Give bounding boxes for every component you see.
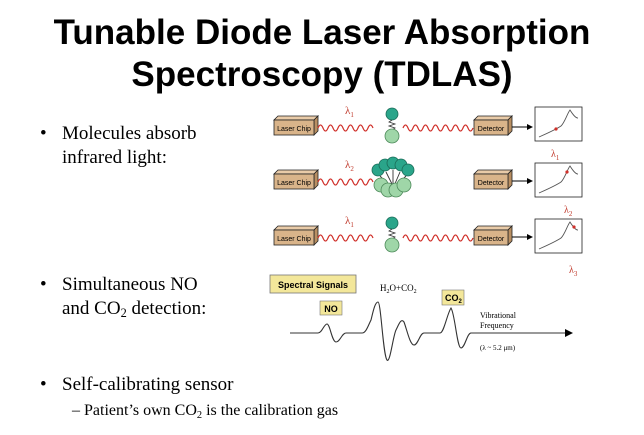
bullet-2-text-a: and CO: [62, 298, 121, 319]
detector-3-label: Detector: [478, 236, 505, 243]
lambda-2-plot-label: λ2: [564, 205, 573, 218]
light-wave-1b: [402, 124, 474, 132]
no-label-box: [319, 300, 343, 316]
title-line-1: Tunable Diode Laser Absorption: [53, 13, 591, 52]
laser-chip-3-label: Laser Chip: [277, 236, 311, 243]
laser-chip-2: Laser Chip: [273, 169, 319, 190]
spectral-signals-panel: Spectral Signals NO H2O+CO2 CO2 Vibratio…: [269, 274, 573, 361]
co2-label-box: [441, 289, 465, 306]
detector-1: Detector: [473, 115, 513, 136]
sub-bullet-text-b: is the calibration gas: [202, 402, 339, 419]
light-wave-2: [317, 178, 374, 186]
lambda-3-label: λ1: [345, 215, 354, 229]
bullet-molecules-absorb: • Molecules absorb infrared light:: [40, 122, 197, 170]
axis-wavelength-note: (λ ~ 5.2 μm): [480, 344, 516, 352]
light-wave-3b: [402, 234, 474, 242]
sub-bullet-calibration-gas: – Patient’s own CO2 is the calibration g…: [72, 402, 338, 421]
axis-label-frequency: Frequency: [480, 321, 514, 330]
axis-label-vibrational: Vibrational: [480, 311, 517, 320]
molecule-3: [384, 216, 400, 253]
light-wave-1a: [317, 124, 374, 132]
diagram-row-3: Laser Chip λ1 Detector λ3: [273, 215, 583, 278]
bullet-self-calibrating: • Self-calibrating sensor: [40, 373, 234, 397]
laser-chip-1: Laser Chip: [273, 115, 319, 136]
no-peak-label: NO: [324, 304, 338, 314]
co2-peak-label: CO2: [445, 293, 463, 305]
bullet-marker: •: [40, 374, 47, 395]
laser-chip-1-label: Laser Chip: [277, 126, 311, 133]
spectrum-plot-3: [534, 218, 583, 254]
diagram-row-1: Laser Chip λ1 Detector λ1: [273, 105, 583, 162]
bullet-marker: •: [40, 274, 47, 295]
laser-chip-2-label: Laser Chip: [277, 180, 311, 187]
bullet-simultaneous-detection: • Simultaneous NO and CO2 detection:: [40, 273, 206, 325]
bullet-3-text: Self-calibrating sensor: [62, 374, 234, 395]
bullet-2-line-1: Simultaneous NO: [62, 274, 198, 295]
laser-chip-3: Laser Chip: [273, 225, 319, 246]
frequency-axis-arrow: [565, 329, 573, 337]
detector-2: Detector: [473, 169, 513, 190]
bullet-1-line-2: infrared light:: [62, 147, 167, 168]
detector-2-label: Detector: [478, 180, 505, 187]
diagram-row-2: Laser Chip λ2 Detector λ2: [273, 156, 583, 218]
spectral-signal-trace: [290, 301, 565, 361]
molecule-1: [384, 107, 400, 144]
sub-bullet-text-a: – Patient’s own CO: [72, 402, 197, 419]
lambda-1-plot-label: λ1: [551, 149, 560, 162]
bullet-2-line-2: and CO2 detection:: [62, 297, 206, 325]
spectrum-plot-2: [534, 162, 583, 198]
detector-1-label: Detector: [478, 126, 505, 133]
lambda-2-label: λ2: [345, 159, 354, 173]
lambda-3-plot-label: λ3: [569, 265, 578, 278]
light-wave-3a: [317, 234, 374, 242]
bullet-2-subscript: 2: [120, 306, 127, 320]
h2o-co2-label: H2O+CO2: [380, 283, 417, 295]
bullet-2-text-b: detection:: [126, 298, 207, 319]
spectral-signals-box: [269, 274, 357, 294]
spectrum-plot-1: [534, 106, 583, 142]
sub-bullet-subscript: 2: [196, 410, 203, 421]
bullet-marker: •: [40, 123, 47, 144]
lambda-1-label: λ1: [345, 105, 354, 119]
detector-3: Detector: [473, 225, 513, 246]
spectral-signals-label: Spectral Signals: [278, 280, 348, 290]
title-line-2: Spectroscopy (TDLAS): [131, 55, 513, 94]
bullet-1-line-1: Molecules absorb: [62, 123, 197, 144]
molecule-vibrating: [371, 156, 415, 198]
slide-title: Tunable Diode Laser Absorption Spectrosc…: [0, 12, 644, 96]
